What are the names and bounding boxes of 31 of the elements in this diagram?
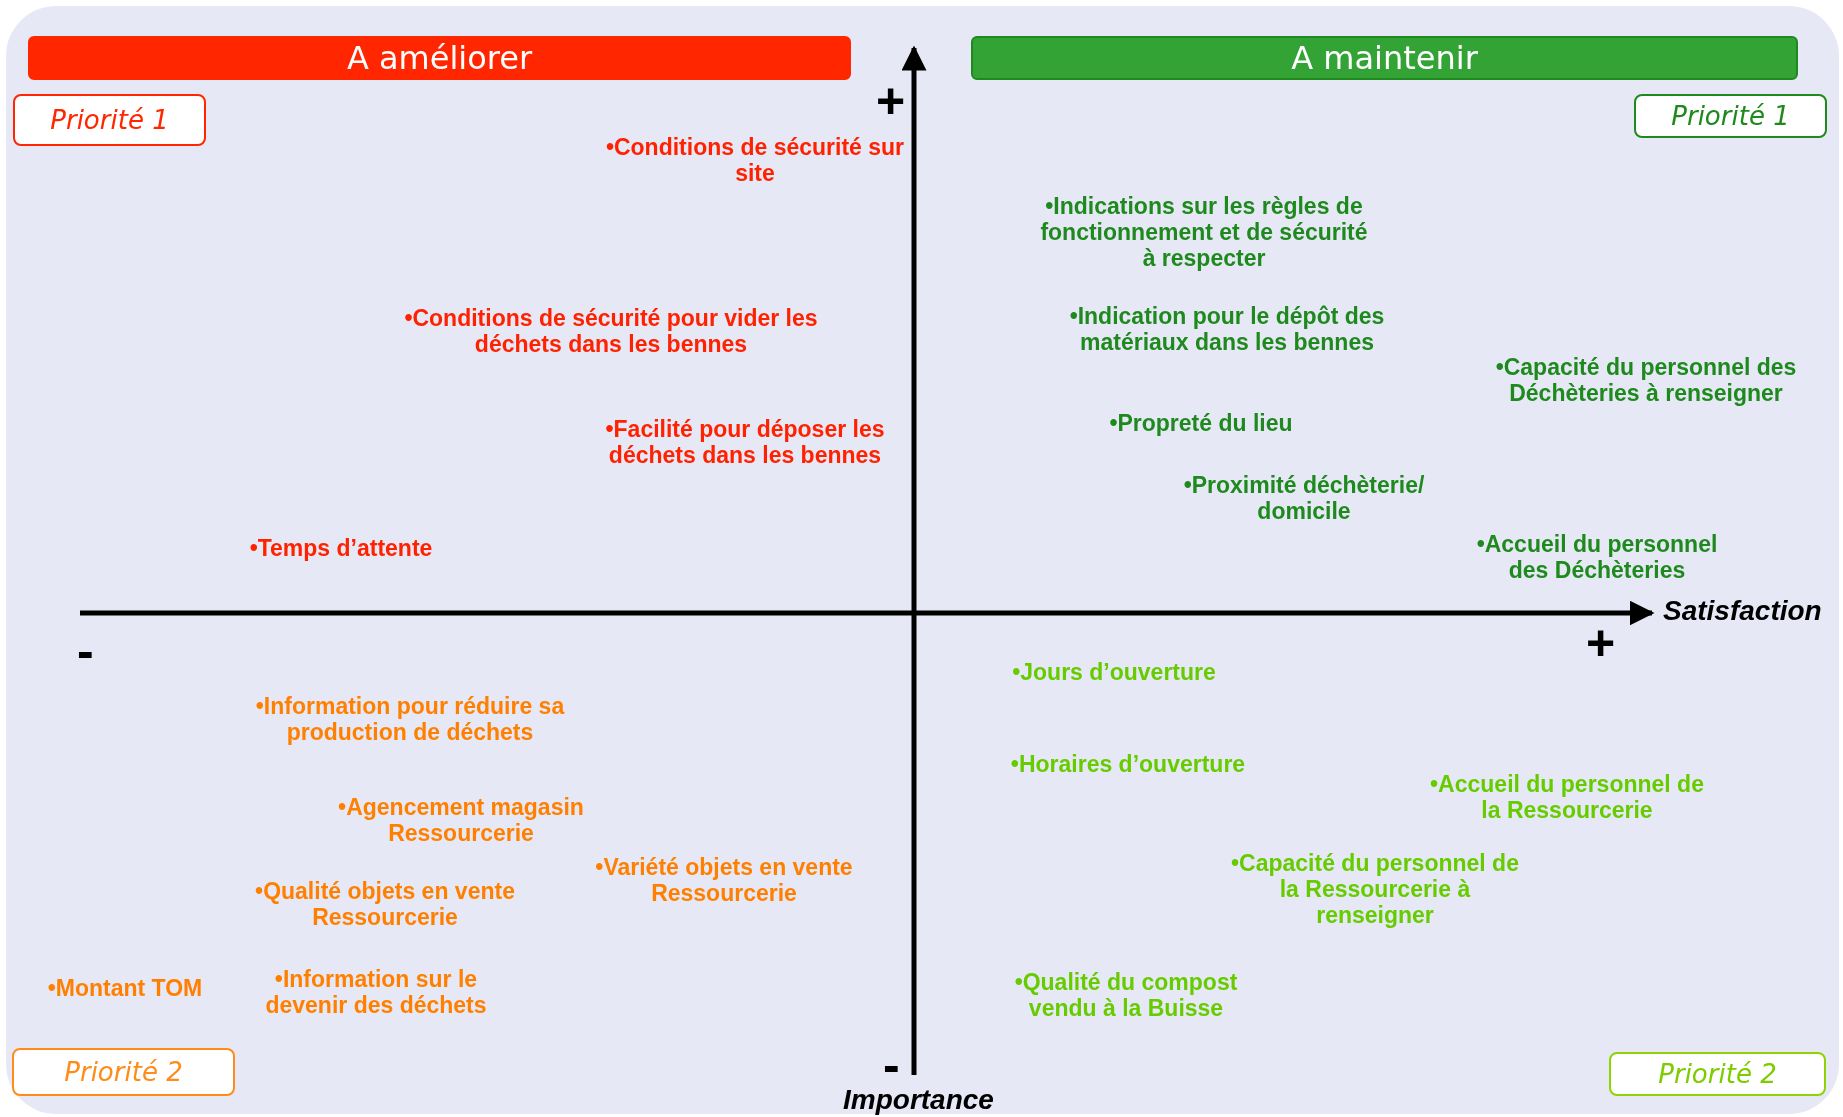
header-bar: A maintenir <box>971 36 1798 80</box>
survey-item-label: •Qualité du compost vendu à la Buisse <box>1013 969 1239 1021</box>
survey-item-label: •Accueil du personnel des Déchèteries <box>1475 531 1719 583</box>
axis-sign: + <box>876 76 906 126</box>
survey-item-label: •Propreté du lieu <box>1108 410 1294 436</box>
survey-item-label: •Information pour réduire sa production de déchets <box>254 693 566 745</box>
priority-box: Priorité 1 <box>13 94 206 146</box>
survey-item-label: •Proximité déchèterie/ domicile <box>1182 472 1426 524</box>
survey-item-label: •Accueil du personnel de la Ressourcerie <box>1429 771 1705 823</box>
survey-item-label: •Information sur le devenir des déchets <box>264 966 488 1018</box>
survey-item-label: •Conditions de sécurité pour vider les déchets dans les bennes <box>403 305 819 357</box>
survey-item-label: •Facilité pour déposer les déchets dans les bennes <box>604 416 886 468</box>
survey-item-label: •Jours d’ouverture <box>1011 659 1217 685</box>
survey-item-label: •Horaires d’ouverture <box>1009 751 1247 777</box>
survey-item-label: •Capacité du personnel des Déchèteries à renseigner <box>1494 354 1798 406</box>
axis-sign: - <box>77 626 94 676</box>
survey-item-label: •Conditions de sécurité sur site <box>605 134 905 186</box>
survey-item-label: •Temps d’attente <box>248 535 434 561</box>
priority-box: Priorité 2 <box>1609 1052 1826 1096</box>
survey-item-label: •Qualité objets en vente Ressourcerie <box>254 878 516 930</box>
axis-sign: + <box>1586 618 1616 668</box>
header-bar: A améliorer <box>28 36 851 80</box>
survey-item-label: •Indications sur les règles de fonctionnement et de sécurité à respecter <box>1039 193 1369 271</box>
survey-item-label: •Indication pour le dépôt des matériaux dans les bennes <box>1068 303 1386 355</box>
priority-box: Priorité 2 <box>12 1048 235 1096</box>
axis-title: Satisfaction <box>1663 597 1822 625</box>
survey-item-label: •Agencement magasin Ressourcerie <box>337 794 585 846</box>
survey-item-label: •Montant TOM <box>46 975 204 1001</box>
survey-item-label: •Variété objets en vente Ressourcerie <box>594 854 854 906</box>
priority-box: Priorité 1 <box>1634 94 1827 138</box>
survey-item-label: •Capacité du personnel de la Ressourcerie à renseigner <box>1230 850 1520 928</box>
